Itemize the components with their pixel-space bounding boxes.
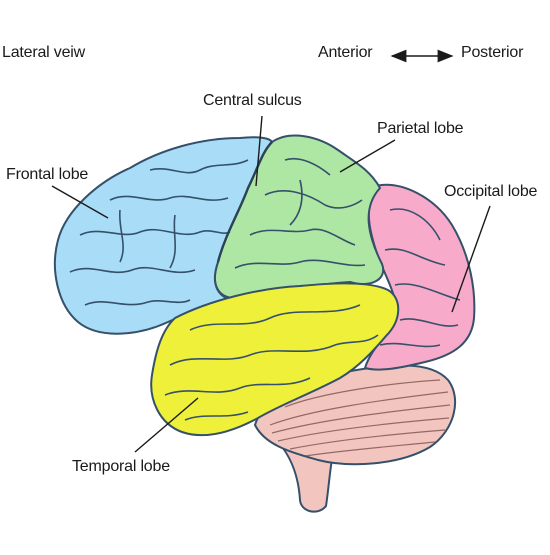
occipital-pointer [451,205,491,313]
anterior-label: Anterior [318,44,373,61]
parietal-gyri [234,157,366,269]
temporal-gyri [164,304,379,421]
frontal-lobe [54,136,274,335]
occipital-gyri [379,208,461,348]
view-title: Lateral veiw [2,44,85,61]
cerebellum-folia [269,379,451,457]
central-sulcus-pointer [255,115,263,187]
temporal-pointer [134,397,199,453]
posterior-label: Posterior [461,44,524,61]
central-sulcus-label: Central sulcus [203,92,302,109]
frontal-gyri [69,159,249,306]
parietal-lobe-label: Parietal lobe [377,120,464,137]
frontal-pointer [51,185,109,219]
temporal-lobe-label: Temporal lobe [72,458,170,475]
temporal-lobe [150,282,400,437]
central-sulcus-groove [216,141,273,263]
parietal-pointer [339,139,396,173]
occipital-lobe-label: Occipital lobe [444,183,538,200]
frontal-lobe-label: Frontal lobe [6,166,89,183]
